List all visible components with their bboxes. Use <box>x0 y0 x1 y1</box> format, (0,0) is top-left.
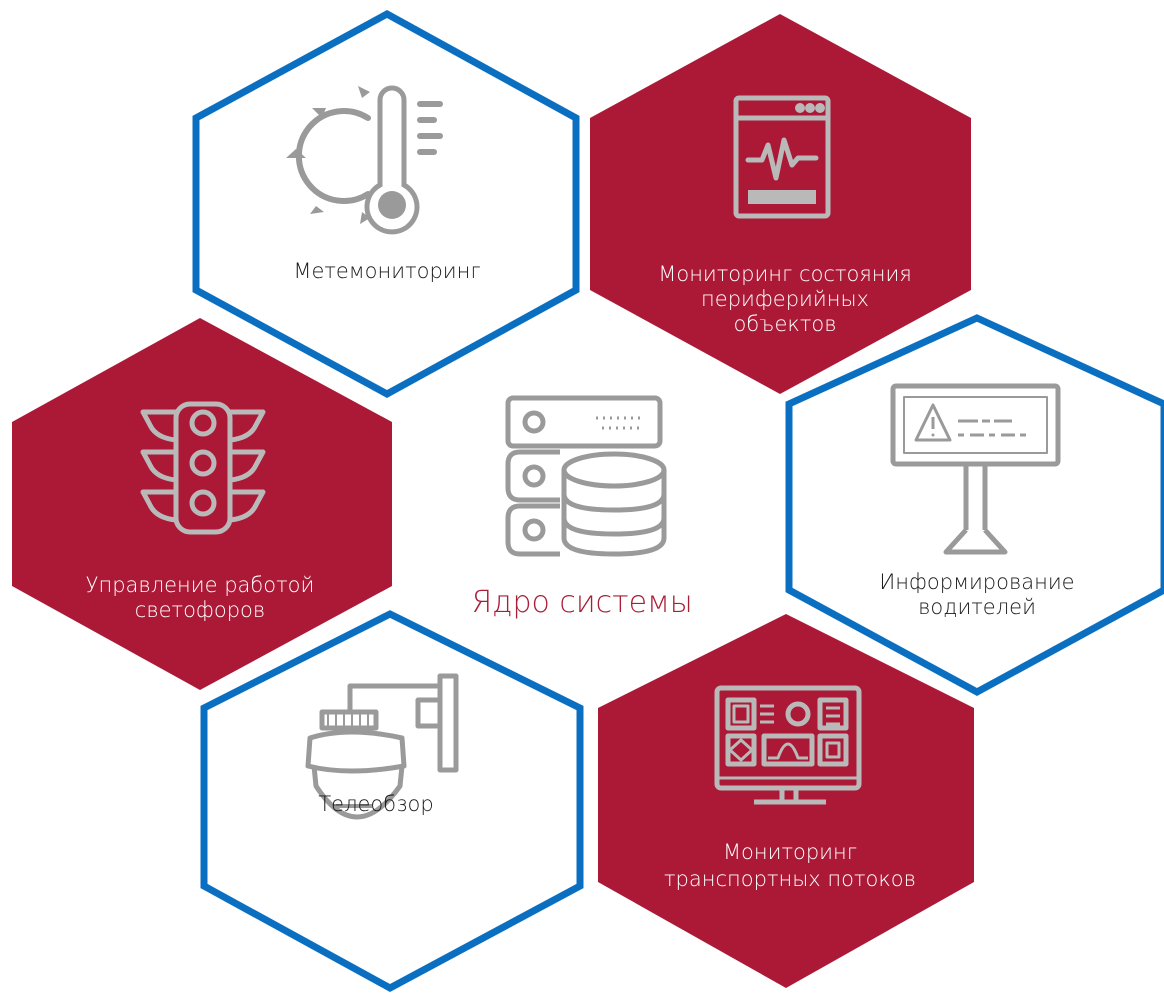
hex-camera-label: Телеобзор <box>318 792 433 816</box>
hex-traffic-flows-label-line-1: Мониторинг <box>723 840 857 864</box>
dashboard-monitor-icon <box>714 685 862 805</box>
hex-traffic-flows: Мониторинг транспортных потоков <box>598 614 974 988</box>
hex-camera-shape <box>200 610 584 992</box>
monitor-pulse-icon <box>733 95 831 219</box>
hex-drivers-label-line-1: Информирование <box>879 570 1074 594</box>
hex-meteo-monitoring: Метемониторинг <box>192 10 580 398</box>
hex-meteo-label-line-1: Метемониторинг <box>293 259 480 283</box>
hex-peripheral-monitoring: Мониторинг состояния периферийных объект… <box>590 14 971 394</box>
hex-video-surveillance: Телеобзор <box>200 610 584 992</box>
hex-traffic-flows-label-line-2: транспортных потоков <box>664 867 916 891</box>
dome-camera-icon <box>305 673 459 820</box>
system-core-title: Ядро системы <box>471 585 692 620</box>
hex-traffic-lights-label-line-1: Управление работой <box>86 573 315 597</box>
hex-peripheral-label-line-2: периферийных <box>701 287 869 311</box>
hex-drivers-label-line-2: водителей <box>918 595 1036 619</box>
hex-peripheral-label-line-1: Мониторинг состояния <box>658 262 912 286</box>
hex-drivers-information: Информирование водителей <box>785 314 1164 696</box>
hex-traffic-lights-label-line-2: светофоров <box>135 598 265 622</box>
hex-traffic-lights: Управление работой светофоров <box>12 318 392 690</box>
system-core: Ядро системы <box>471 395 693 620</box>
server-database-icon <box>505 395 667 557</box>
weather-thermometer-icon <box>286 85 443 235</box>
hex-traffic-lights-shape <box>12 318 392 690</box>
traffic-light-icon <box>140 401 266 535</box>
hex-peripheral-label-line-3: объектов <box>733 312 836 336</box>
warning-sign-board-icon <box>890 383 1061 555</box>
hex-drivers-shape <box>785 314 1164 696</box>
